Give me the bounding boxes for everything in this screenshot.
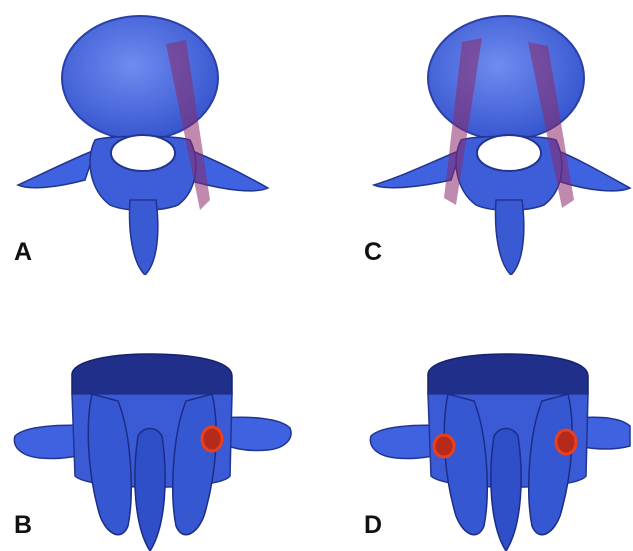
vertebra-axial-image — [0, 0, 316, 275]
vertebra-axial-image — [316, 0, 632, 275]
screw-entry-point — [202, 427, 222, 451]
panel-label: A — [14, 240, 32, 265]
panel-label: B — [14, 513, 32, 538]
vertebra-posterior-image — [0, 276, 316, 551]
transverse-process-right — [222, 417, 291, 450]
spinous-process — [135, 429, 165, 551]
panel-a: A — [0, 0, 316, 275]
screw-entry-point-right — [556, 430, 576, 454]
spinous-process — [496, 200, 524, 275]
transverse-process-left — [18, 150, 95, 188]
screw-entry-point-left — [434, 435, 454, 457]
spinous-process — [130, 200, 158, 275]
spinal-canal — [477, 135, 541, 171]
panel-label: C — [364, 240, 382, 265]
panel-c: C — [316, 0, 632, 275]
vertebral-body-top — [72, 354, 232, 394]
vertebral-body-top — [428, 354, 588, 394]
panel-d: D — [316, 276, 632, 551]
vertebra-posterior-image — [316, 276, 632, 551]
panel-label: D — [364, 513, 382, 538]
panel-b: B — [0, 276, 316, 551]
spinal-canal — [111, 135, 175, 171]
spinous-process — [491, 429, 521, 551]
